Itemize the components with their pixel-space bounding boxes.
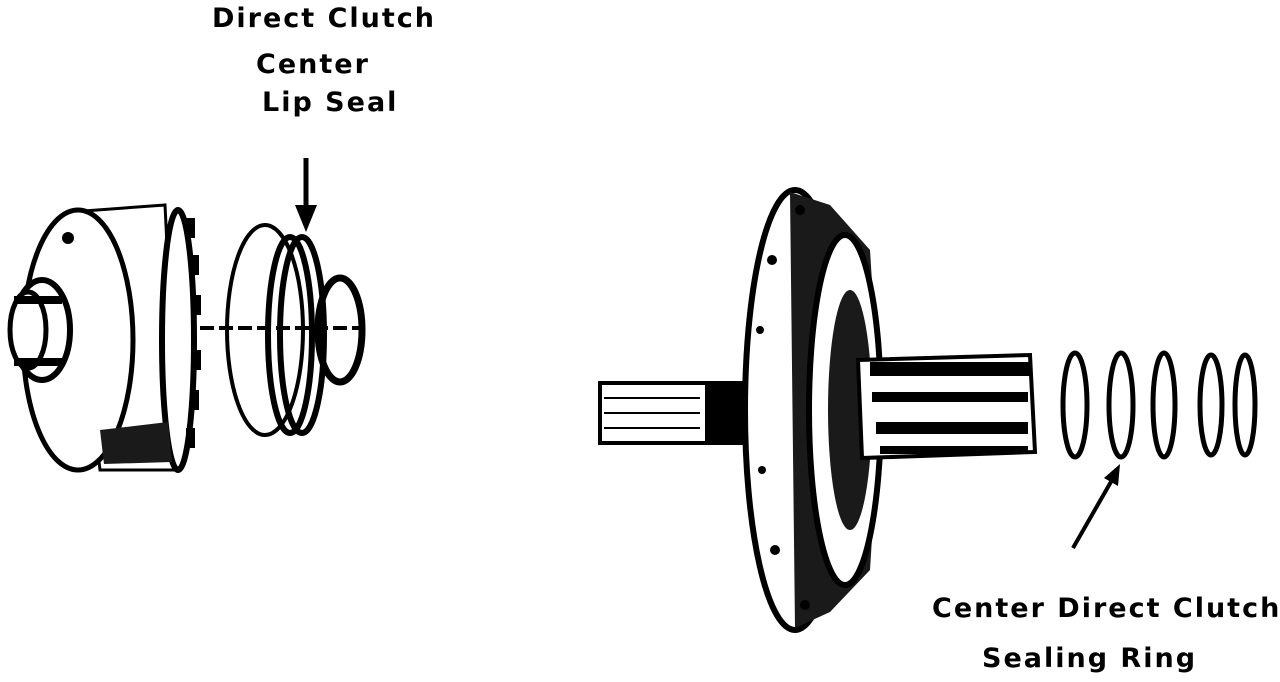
sealing-ring-label-line-1: Center Direct Clutch: [932, 593, 1280, 624]
lip-seal-arrow: [295, 158, 317, 232]
center-direct-clutch-sealing-rings: [1060, 350, 1258, 460]
input-shaft-assembly: [598, 187, 1038, 633]
lip-seal-label-line-1: Direct Clutch: [212, 3, 437, 34]
sealing-ring-label-line-2: Sealing Ring: [982, 643, 1198, 674]
direct-clutch-housing: [7, 203, 365, 473]
lip-seal-label-line-2: Center: [256, 49, 370, 80]
flange-holes: [756, 205, 810, 610]
sealing-ring-arrow: [1071, 464, 1120, 549]
lip-seal-label-line-3: Lip Seal: [262, 87, 399, 118]
direct-clutch-center-lip-seal: [225, 223, 366, 437]
housing-tabs: [186, 218, 201, 448]
shaft-grooves: [870, 362, 1030, 454]
